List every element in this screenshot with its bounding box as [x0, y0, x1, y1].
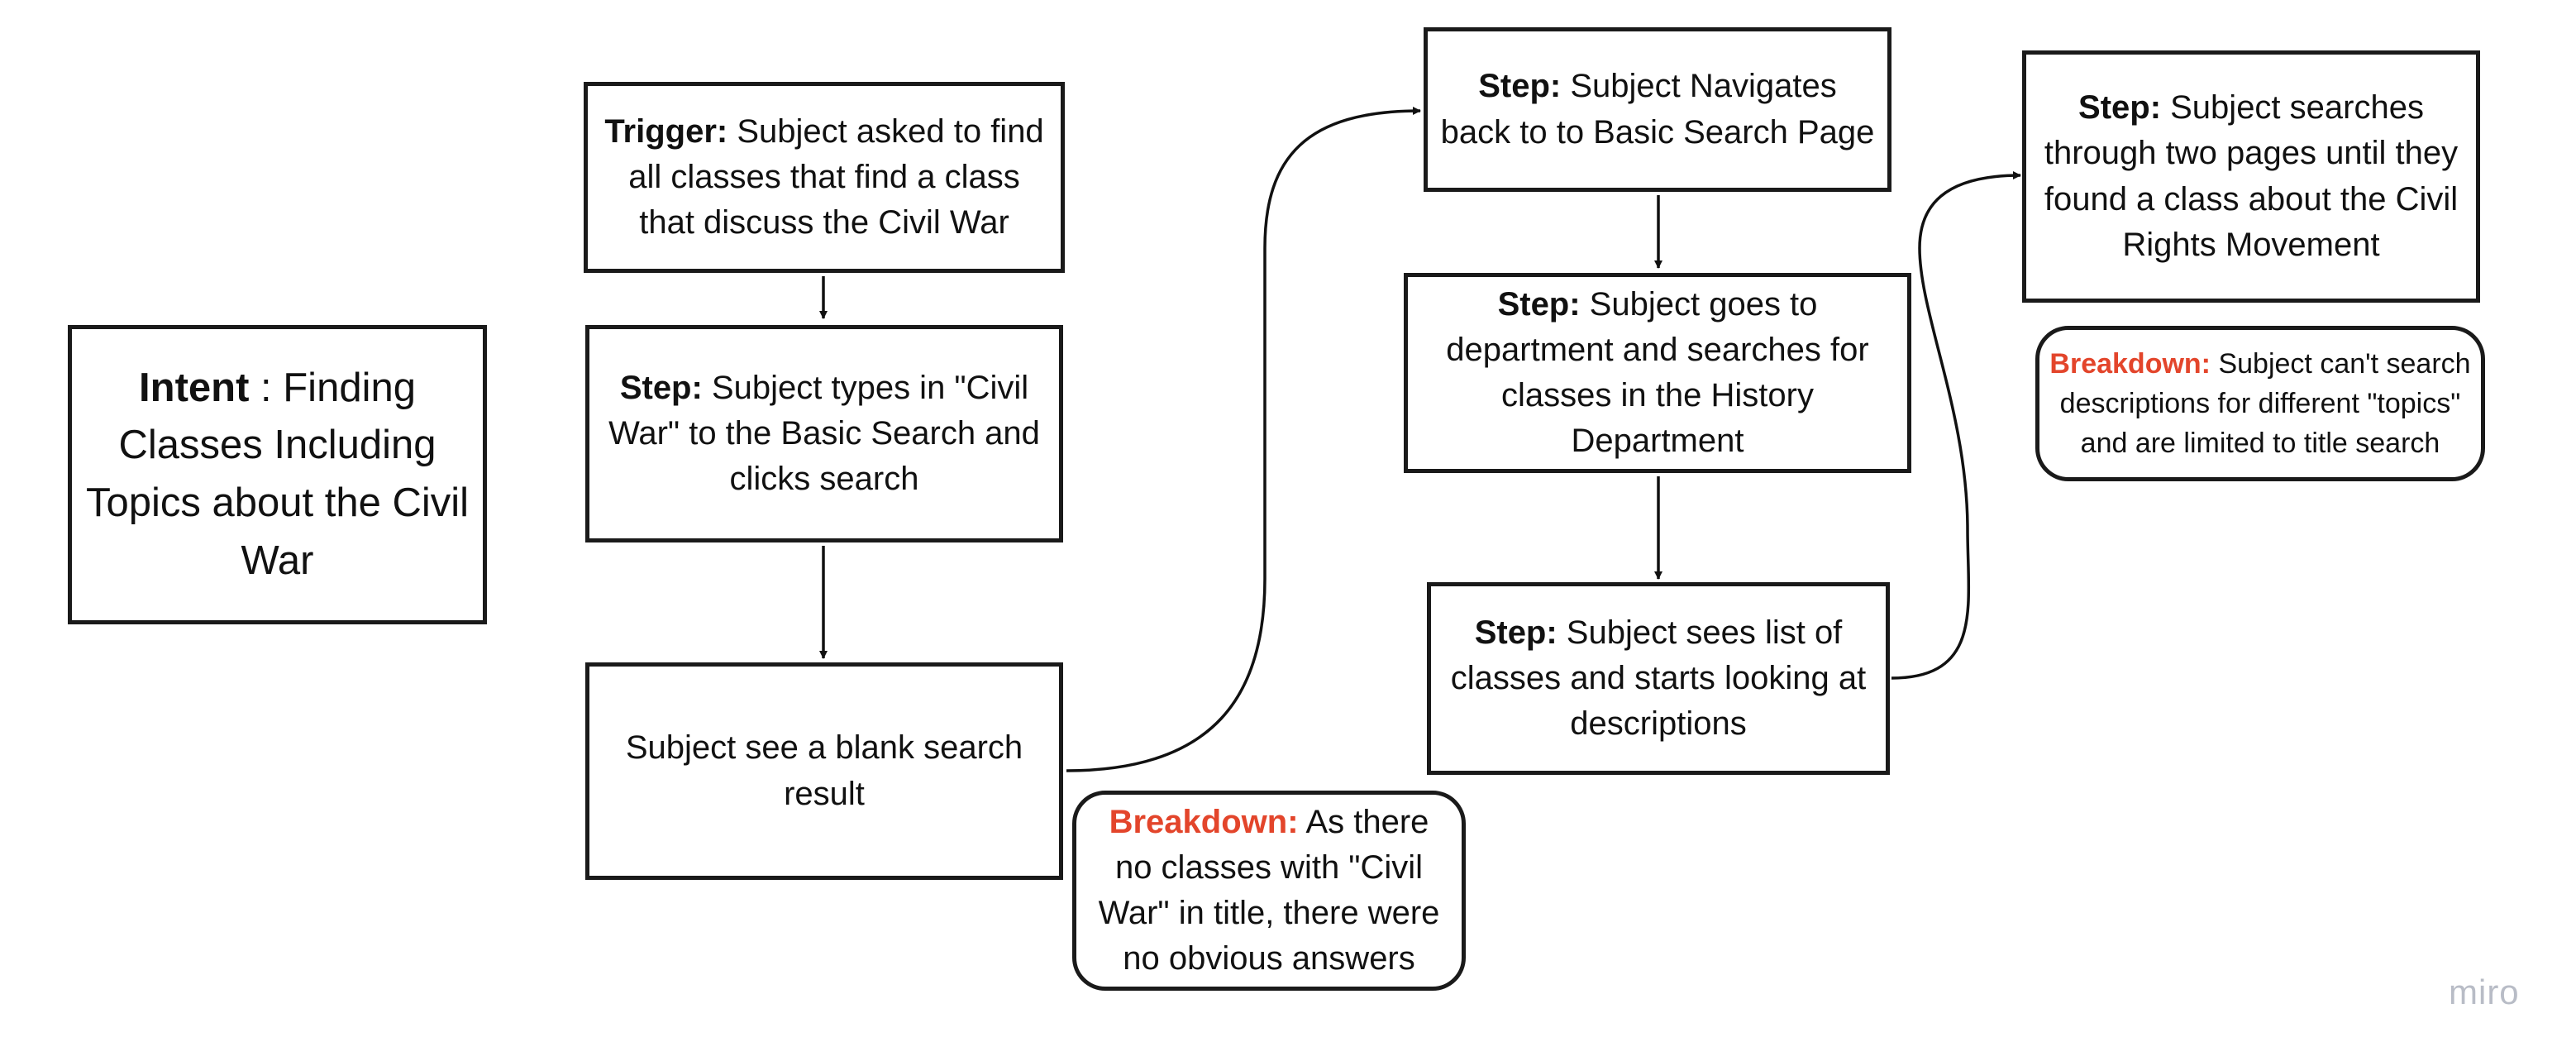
- step-navigate-back-label: Step:: [1478, 68, 1562, 105]
- step-two-pages-text: Subject searches through two pages until…: [2044, 89, 2459, 263]
- step-two-pages-box: Step: Subject searches through two pages…: [2022, 50, 2480, 303]
- blank-result-text: Subject see a blank search result: [625, 729, 1023, 812]
- step-history-dept-box: Step: Subject goes to department and sea…: [1404, 273, 1911, 473]
- arrow-blank-result-to-navigate-back: [1066, 107, 1421, 772]
- step-two-pages-label: Step:: [2078, 89, 2162, 127]
- step-sees-list-box: Step: Subject sees list of classes and s…: [1427, 582, 1890, 775]
- intent-label: Intent: [139, 365, 250, 410]
- trigger-text: Subject asked to find all classes that f…: [628, 112, 1044, 241]
- step-type-search-label: Step:: [619, 369, 703, 406]
- step-navigate-back-box: Step: Subject Navigates back to to Basic…: [1424, 27, 1891, 192]
- trigger-box: Trigger: Subject asked to find all class…: [584, 82, 1065, 273]
- breakdown-no-results-box: Breakdown: As there no classes with "Civ…: [1072, 791, 1466, 991]
- intent-text: : Finding Classes Including Topics about…: [85, 365, 469, 583]
- miro-watermark: miro: [2449, 973, 2520, 1011]
- step-history-dept-label: Step:: [1497, 285, 1581, 323]
- breakdown-title-search-text: Subject can't search descriptions for di…: [2059, 347, 2471, 460]
- breakdown-title-search-label: Breakdown:: [2049, 347, 2211, 380]
- trigger-label: Trigger:: [604, 112, 728, 150]
- breakdown-title-search-box: Breakdown: Subject can't search descript…: [2035, 326, 2485, 481]
- step-type-search-box: Step: Subject types in "Civil War" to th…: [585, 325, 1063, 542]
- step-sees-list-text: Subject sees list of classes and starts …: [1450, 614, 1867, 743]
- step-type-search-text: Subject types in "Civil War" to the Basi…: [608, 369, 1040, 498]
- breakdown-no-results-text: As there no classes with "Civil War" in …: [1098, 803, 1440, 977]
- arrow-sees-list-to-two-pages: [1891, 171, 2021, 680]
- step-history-dept-text: Subject goes to department and searches …: [1446, 285, 1869, 460]
- breakdown-no-results-label: Breakdown:: [1109, 803, 1299, 840]
- step-sees-list-label: Step:: [1474, 614, 1558, 651]
- blank-result-box: Subject see a blank search result: [585, 662, 1063, 880]
- step-navigate-back-text: Subject Navigates back to to Basic Searc…: [1440, 68, 1875, 151]
- intent-box: Intent : Finding Classes Including Topic…: [68, 325, 487, 624]
